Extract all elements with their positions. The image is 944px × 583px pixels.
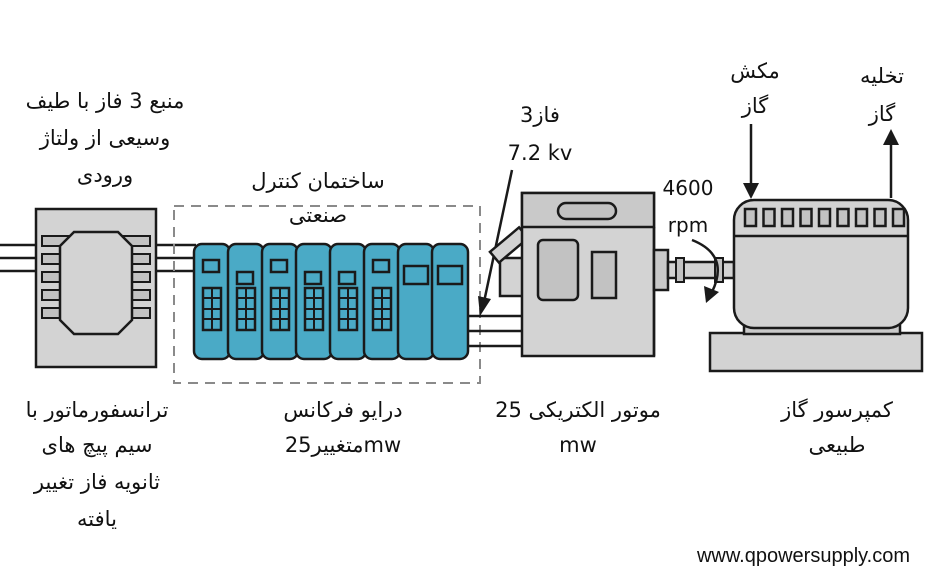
control-building-boundary [173, 205, 481, 384]
control-building-label: ساختمان کنترل صنعتی [251, 169, 384, 227]
vfd-cabinet [192, 242, 232, 361]
vfd-label-line: درایو فرکانس [283, 398, 402, 422]
source-label-line: ورودی [77, 163, 133, 187]
compressor-slot [780, 207, 795, 228]
compressor-slot [836, 207, 850, 228]
gas-suction-arrow [743, 124, 759, 199]
motor-panel [536, 238, 580, 302]
three-phase-arrow [478, 169, 514, 316]
vfd-cabinet [294, 242, 334, 361]
vfd-label: درایو فرکانس متغییر25mw [283, 398, 402, 457]
compressor-slot [799, 207, 813, 228]
speed-label: 4600 rpm [663, 176, 714, 237]
gas-suction-label-line: گاز [741, 94, 769, 118]
vfd-display [402, 264, 430, 286]
three-phase-label: 3فاز 7.2 kv [508, 103, 573, 165]
vfd-indicator [337, 270, 357, 286]
transformer-output-lines [156, 243, 196, 273]
gas-discharge-label-line: گاز [868, 102, 896, 126]
compressor-cylinders [743, 207, 906, 228]
vfd-indicator [235, 270, 255, 286]
control-building-label-line: ساختمان کنترل [251, 169, 384, 193]
speed-label-line: rpm [668, 213, 708, 237]
compressor-slot [891, 207, 906, 228]
transformer-label-line: یافته [77, 507, 117, 531]
website-url[interactable]: www.qpowersupply.com [696, 545, 910, 567]
vfd-cabinet [226, 242, 266, 361]
source-label-line: منبع 3 فاز با طیف [26, 89, 185, 113]
three-phase-label-line: 7.2 kv [508, 141, 573, 165]
transformer-label-line: ثانویه فاز تغییر [33, 470, 160, 494]
compressor-slot [854, 207, 869, 228]
motor-label-line: mw [559, 433, 597, 457]
gas-compressor [708, 198, 924, 373]
transformer [34, 207, 158, 369]
motor-label: موتور الکتریکی 25 mw [495, 398, 661, 457]
motor-lifting-eye [556, 201, 618, 221]
vfd-indicator [303, 270, 323, 286]
shaft-coupling [652, 248, 736, 292]
vfd-cabinet [430, 242, 470, 361]
compressor-body [732, 198, 910, 330]
rotation-arrow-icon [691, 238, 720, 303]
source-label: منبع 3 فاز با طیف وسیعی از ولتاژ ورودی [26, 89, 185, 187]
compressor-slot [762, 207, 776, 228]
motor-nameplate [590, 250, 618, 300]
gas-discharge-label: تخلیه گاز [860, 64, 904, 126]
vfd-display [436, 264, 464, 286]
motor-label-line: موتور الکتریکی 25 [495, 398, 661, 422]
gas-discharge-arrow [883, 129, 899, 198]
source-label-line: وسیعی از ولتاژ [39, 126, 170, 150]
gas-discharge-label-line: تخلیه [860, 64, 904, 88]
compressor-base [708, 331, 924, 373]
vfd-cabinet [396, 242, 436, 361]
compressor-label-line: طبیعی [808, 433, 865, 457]
compressor-label-line: کمپرسور گاز [780, 398, 893, 422]
vfd-cabinet [260, 242, 300, 361]
supply-lines [0, 243, 36, 273]
transformer-label-line: ترانسفورماتور با [26, 398, 169, 422]
compressor-label: کمپرسور گاز طبیعی [780, 398, 893, 457]
vfd-indicator [371, 258, 391, 274]
vfd-cabinets [192, 242, 470, 361]
compressor-slot [873, 207, 887, 228]
vfd-indicator [201, 258, 221, 274]
three-phase-label-line: 3فاز [520, 103, 560, 127]
vfd-indicator [269, 258, 289, 274]
vfd-cabinet [362, 242, 402, 361]
vfd-label-line: متغییر25mw [285, 433, 401, 457]
compressor-slot [743, 207, 758, 228]
speed-label-line: 4600 [663, 176, 714, 200]
compressor-slot [817, 207, 832, 228]
vfd-cabinet [328, 242, 368, 361]
gas-suction-label: مکش گاز [730, 59, 780, 118]
electric-motor [488, 191, 656, 358]
transformer-core [58, 230, 134, 336]
transformer-label: ترانسفورماتور با سیم پیچ های ثانویه فاز … [26, 398, 169, 531]
gas-suction-label-line: مکش [730, 59, 780, 83]
transformer-label-line: سیم پیچ های [42, 433, 153, 458]
drive-output-lines [468, 314, 524, 348]
